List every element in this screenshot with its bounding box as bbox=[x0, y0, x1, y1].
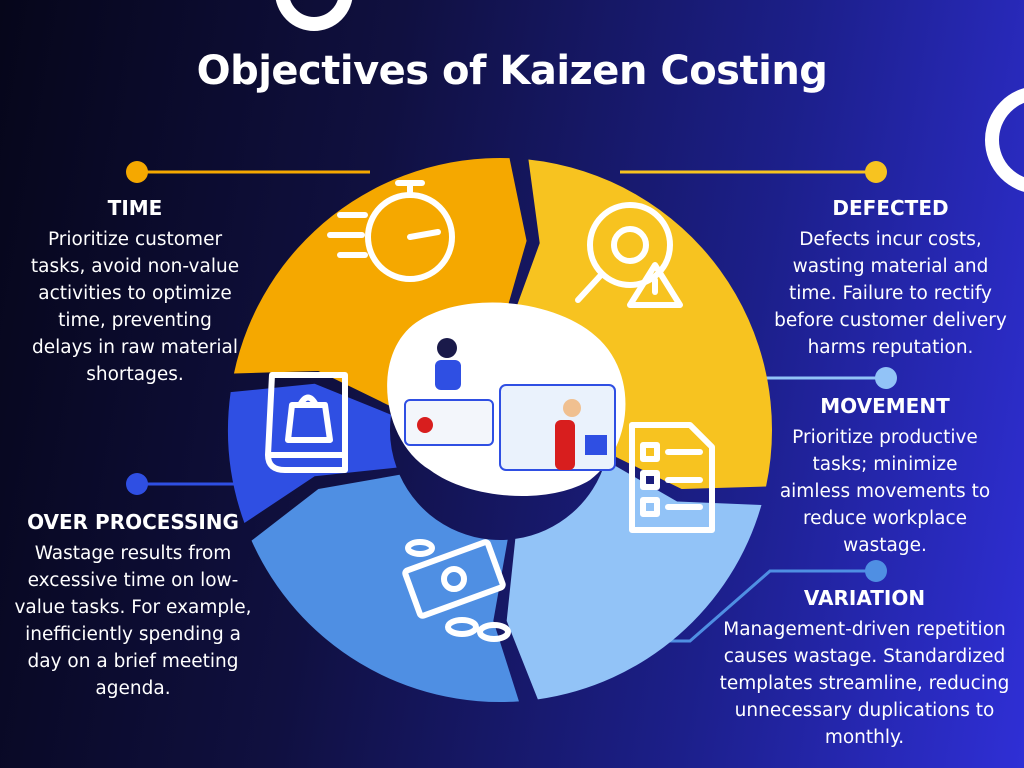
defected-body: Defects incur costs, wasting material an… bbox=[774, 229, 1007, 358]
time-body: Prioritize customer tasks, avoid non-val… bbox=[30, 229, 240, 385]
time-segment bbox=[233, 158, 527, 408]
connectors bbox=[126, 161, 897, 643]
movement-heading: MOVEMENT bbox=[820, 394, 950, 418]
illustration-person2-head bbox=[563, 399, 581, 417]
illustration-play bbox=[585, 435, 607, 455]
section-variation: VARIATION Management-driven repetition c… bbox=[712, 586, 1017, 751]
decor-ring-top bbox=[275, 0, 353, 31]
defected-segment bbox=[511, 159, 772, 490]
movement-body: Prioritize productive tasks; minimize ai… bbox=[779, 427, 991, 556]
decor-ring-right bbox=[985, 88, 1024, 192]
illustration-person-body bbox=[435, 360, 461, 390]
over-processing-body: Wastage results from excessive time on l… bbox=[14, 543, 252, 699]
defected-dot bbox=[865, 161, 887, 183]
variation-body: Management-driven repetition causes wast… bbox=[719, 619, 1010, 748]
section-over-processing: OVER PROCESSING Wastage results from exc… bbox=[12, 510, 254, 702]
section-defected: DEFECTED Defects incur costs, wasting ma… bbox=[768, 196, 1013, 361]
section-time: TIME Prioritize customer tasks, avoid no… bbox=[30, 196, 240, 388]
illustration-record-dot bbox=[417, 417, 433, 433]
magnifier-warning-icon bbox=[575, 202, 683, 308]
defected-heading: DEFECTED bbox=[832, 196, 949, 220]
movement-dot bbox=[875, 367, 897, 389]
variation-dot bbox=[865, 560, 887, 582]
movement-segment bbox=[506, 460, 762, 700]
checklist-icon bbox=[629, 422, 715, 533]
stopwatch-icon bbox=[327, 180, 455, 282]
section-movement: MOVEMENT Prioritize productive tasks; mi… bbox=[775, 394, 995, 559]
money-coins-icon bbox=[402, 539, 511, 642]
over-processing-heading: OVER PROCESSING bbox=[27, 510, 239, 534]
page-title: Objectives of Kaizen Costing bbox=[196, 48, 828, 94]
time-heading: TIME bbox=[107, 196, 163, 220]
illustration-person2-body bbox=[555, 420, 575, 470]
variation-heading: VARIATION bbox=[803, 586, 926, 610]
center-illustration bbox=[387, 302, 626, 497]
shopping-book-icon bbox=[265, 372, 348, 473]
over-processing-dot bbox=[126, 473, 148, 495]
variation-segment bbox=[251, 474, 519, 702]
time-dot bbox=[126, 161, 148, 183]
illustration-screen-small bbox=[404, 399, 494, 446]
illustration-person-head bbox=[437, 338, 457, 358]
